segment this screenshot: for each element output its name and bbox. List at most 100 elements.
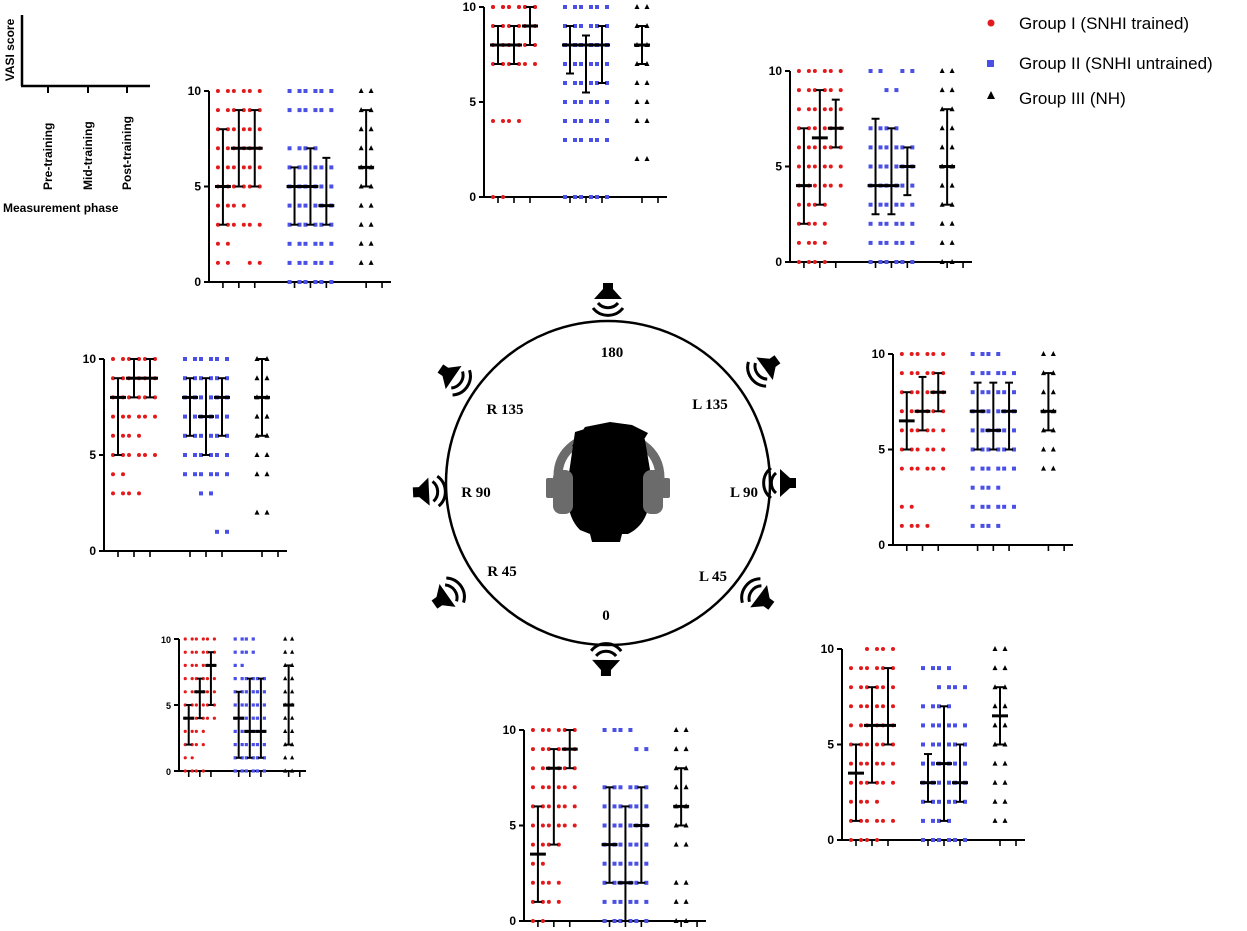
data-point [194, 637, 198, 641]
data-point [953, 761, 957, 766]
data-point [358, 202, 364, 208]
data-point [931, 704, 935, 709]
data-point [193, 433, 197, 438]
data-point [573, 138, 577, 142]
data-point [963, 799, 967, 804]
data-point [644, 880, 649, 885]
data-point [931, 742, 935, 747]
data-point [618, 919, 623, 923]
data-point [602, 861, 607, 866]
data-point [891, 818, 895, 823]
data-point [875, 742, 879, 747]
data-point [796, 202, 801, 207]
data-point [868, 69, 873, 73]
data-point [949, 182, 955, 188]
data-point [201, 637, 205, 641]
data-point [947, 780, 951, 785]
data-point [884, 260, 889, 264]
data-point [368, 202, 374, 208]
data-point [894, 164, 899, 169]
data-point [891, 704, 895, 709]
data-point [595, 81, 599, 85]
data-point [303, 89, 308, 93]
data-point [254, 413, 260, 419]
data-point [865, 666, 869, 671]
data-point [644, 842, 649, 847]
data-point [329, 89, 334, 93]
speaker-body [437, 364, 462, 390]
data-point [980, 352, 985, 356]
data-point [240, 637, 244, 641]
data-point [822, 126, 827, 131]
data-point [257, 127, 262, 132]
data-point [602, 899, 607, 904]
data-point [244, 716, 248, 720]
data-point [244, 650, 248, 654]
data-point [925, 466, 930, 471]
data-point [241, 89, 246, 93]
data-point [812, 126, 817, 131]
data-point [673, 727, 679, 732]
listener-with-headphones-icon [546, 422, 670, 542]
data-point [899, 504, 904, 509]
data-point [992, 798, 998, 804]
data-point [215, 376, 219, 381]
data-point [849, 666, 853, 671]
data-point [605, 62, 609, 66]
data-point [231, 203, 236, 208]
data-point [290, 755, 295, 760]
data-point [297, 222, 302, 227]
data-point [255, 769, 260, 773]
data-point [992, 760, 998, 766]
data-point [849, 704, 853, 709]
data-point [618, 785, 623, 790]
data-point [868, 164, 873, 169]
speaker-icon [431, 576, 466, 609]
data-point [329, 108, 334, 113]
data-point [949, 259, 955, 264]
y-tick-label: 0 [775, 255, 782, 269]
data-point [297, 203, 302, 208]
data-point [628, 861, 633, 866]
data-point [194, 743, 198, 747]
data-point [849, 838, 853, 842]
angle-label-180: 180 [601, 345, 624, 361]
data-point [865, 838, 869, 842]
data-point [980, 447, 985, 452]
data-point [875, 647, 879, 651]
data-point [209, 376, 213, 381]
data-point [947, 685, 951, 690]
data-point [595, 24, 599, 28]
data-point [563, 119, 567, 123]
angle-label-r135: R 135 [486, 402, 523, 418]
data-point [313, 203, 318, 208]
data-point [868, 126, 873, 131]
data-point [507, 5, 511, 9]
data-point [143, 453, 147, 457]
data-point [262, 769, 266, 773]
data-point [225, 453, 229, 457]
data-point [859, 666, 863, 671]
data-point [240, 650, 244, 654]
data-point [283, 649, 288, 654]
data-point [530, 919, 535, 923]
data-point [634, 156, 640, 161]
y-tick-label: 10 [463, 0, 477, 14]
data-point [225, 376, 229, 381]
ear-cup-right [643, 470, 663, 514]
sound-wave [431, 480, 440, 503]
data-point [937, 838, 941, 842]
data-point [255, 677, 260, 681]
data-point [634, 118, 640, 123]
legend-marker-group2 [987, 60, 994, 67]
data-point [949, 220, 955, 226]
data-point [556, 728, 561, 732]
data-point [303, 222, 308, 227]
data-point [909, 352, 914, 356]
data-point [303, 280, 308, 284]
data-point [287, 241, 292, 246]
data-point [947, 818, 951, 823]
data-point [233, 637, 237, 641]
data-point [183, 690, 187, 694]
